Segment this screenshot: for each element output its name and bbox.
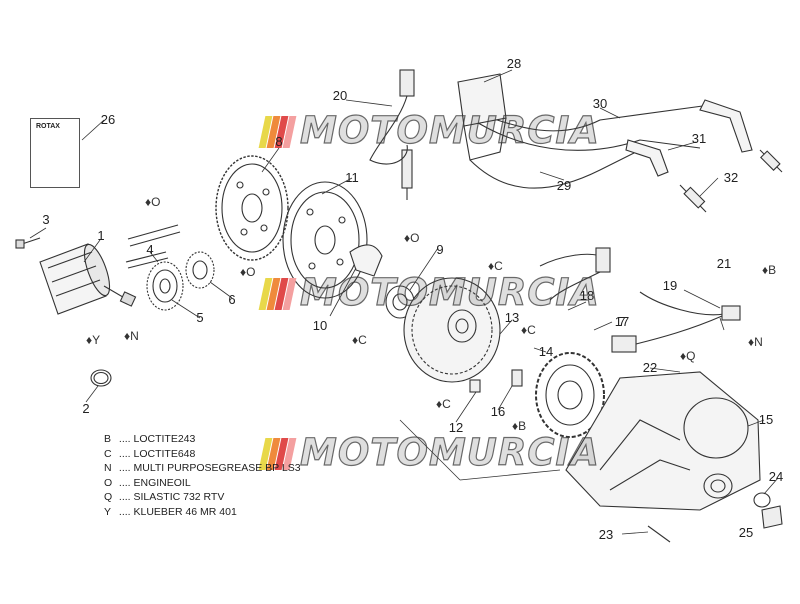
rotax-manual-icon: ROTAX xyxy=(30,118,80,188)
side-cover-15 xyxy=(565,371,761,511)
symbol-grease: ♦N xyxy=(124,329,139,343)
callout-15: 15 xyxy=(758,412,774,427)
callout-14: 14 xyxy=(538,344,554,359)
callout-25: 25 xyxy=(738,525,754,540)
callout-8: 8 xyxy=(275,134,283,149)
callout-29: 29 xyxy=(556,178,572,193)
stator xyxy=(535,352,605,438)
callout-26: 26 xyxy=(100,112,116,127)
leader-lines xyxy=(29,69,779,535)
callout-19: 19 xyxy=(662,278,678,293)
callout-18: 18 xyxy=(579,288,595,303)
ignition-coil-28 xyxy=(457,73,507,161)
bolt-23 xyxy=(647,525,671,543)
callout-10: 10 xyxy=(312,318,328,333)
callout-1: 1 xyxy=(97,228,105,243)
bracket-10 xyxy=(349,244,383,277)
callout-5: 5 xyxy=(196,310,204,325)
watermark-text: MOTOMURCIA xyxy=(299,431,600,474)
rotor xyxy=(403,277,501,383)
legend-row-c: C .... LOCTITE648 xyxy=(104,447,196,460)
bolt-3 xyxy=(15,237,41,249)
legend-row-n: N .... MULTI PURPOSEGREASE BP LS3 xyxy=(104,462,301,474)
callout-31: 31 xyxy=(691,131,707,146)
callout-4: 4 xyxy=(146,242,154,257)
callout-7: 7 xyxy=(618,314,626,329)
callout-21: 21 xyxy=(716,256,732,271)
callout-12: 12 xyxy=(448,420,464,435)
callout-9: 9 xyxy=(436,242,444,257)
plug-25 xyxy=(761,505,783,529)
rotax-logo: ROTAX xyxy=(36,123,60,130)
callout-23: 23 xyxy=(598,527,614,542)
o-ring-2 xyxy=(90,369,112,387)
legend-row-y: Y .... KLUEBER 46 MR 401 xyxy=(104,505,237,518)
symbol-loctite648: ♦C xyxy=(436,397,451,411)
callout-16: 16 xyxy=(490,404,506,419)
sensor-19 xyxy=(611,291,741,353)
callout-11: 11 xyxy=(345,170,359,185)
symbol-oil: ♦O xyxy=(145,195,161,209)
connector-20 xyxy=(399,69,415,97)
starter-motor xyxy=(39,243,137,315)
callout-20: 20 xyxy=(332,88,348,103)
callout-22: 22 xyxy=(642,360,658,375)
watermark-text: MOTOMURCIA xyxy=(299,271,600,314)
legend-row-b: B .... LOCTITE243 xyxy=(104,433,196,445)
gear-6 xyxy=(185,251,215,289)
symbol-loctite648: ♦C xyxy=(521,323,536,337)
symbol-oil: ♦O xyxy=(240,265,256,279)
callout-2: 2 xyxy=(82,401,90,416)
symbol-loctite243: ♦B xyxy=(512,419,527,433)
legend-row-q: Q .... SILASTIC 732 RTV xyxy=(104,491,225,503)
callout-17: 17 xyxy=(614,314,630,329)
lubricant-legend: B .... LOCTITE243 C .... LOCTITE648 N ..… xyxy=(104,432,364,519)
gear-5 xyxy=(146,261,184,311)
bolt-16 xyxy=(511,369,523,387)
callout-6: 6 xyxy=(228,292,236,307)
symbol-klueber: ♦Y xyxy=(86,333,101,347)
o-ring-24 xyxy=(753,492,771,508)
pins-4 xyxy=(125,224,181,269)
legend-row-o: O .... ENGINEOIL xyxy=(104,476,191,489)
watermark-bottom: MOTOMURCIA xyxy=(258,431,599,474)
symbol-loctite243: ♦B xyxy=(762,263,777,277)
symbol-silastic: ♦Q xyxy=(680,349,696,363)
symbol-grease: ♦N xyxy=(748,335,763,349)
symbol-loctite648: ♦C xyxy=(488,259,503,273)
callout-32: 32 xyxy=(723,170,739,185)
spark-plug-32a xyxy=(679,184,707,213)
ring-gear xyxy=(215,155,289,261)
callout-30: 30 xyxy=(592,96,608,111)
callout-28: 28 xyxy=(506,56,522,71)
callout-24: 24 xyxy=(768,469,784,484)
watermark-text: MOTOMURCIA xyxy=(299,109,600,152)
symbol-loctite648: ♦C xyxy=(352,333,367,347)
callout-13: 13 xyxy=(504,310,520,325)
watermark-top: MOTOMURCIA xyxy=(258,109,599,152)
watermark-middle: MOTOMURCIA xyxy=(258,271,599,314)
symbol-oil: ♦O xyxy=(404,231,420,245)
callout-3: 3 xyxy=(42,212,50,227)
spark-plug-32b xyxy=(759,149,783,173)
spark-cap-31 xyxy=(699,99,753,153)
